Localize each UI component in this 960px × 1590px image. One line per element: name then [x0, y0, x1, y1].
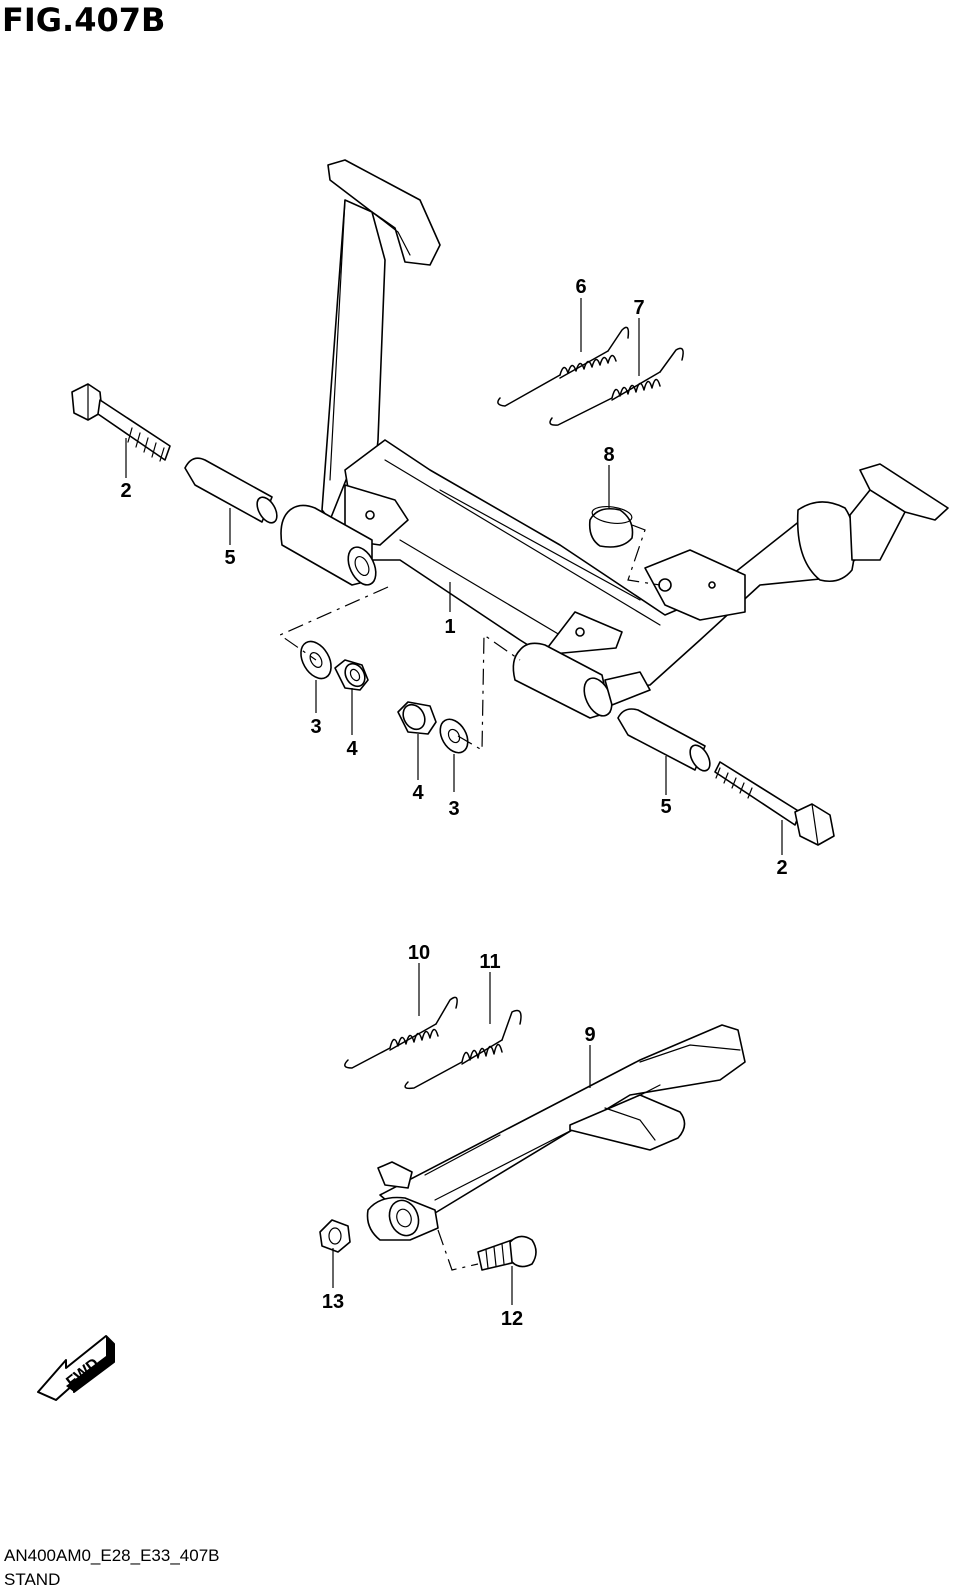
callout-9: 9 [584, 1024, 595, 1046]
callout-6: 6 [575, 276, 586, 298]
nut-13 [319, 1219, 351, 1253]
callout-11: 11 [479, 951, 500, 973]
pivot-bolt-right [714, 761, 835, 846]
assembly-line-bolt-12 [437, 1229, 479, 1271]
callout-5-right: 5 [660, 796, 671, 818]
assembly-line-left [278, 586, 389, 661]
figure-title: FIG.407B [2, 1, 166, 39]
drawing-code: AN400AM0_E28_E33_407B [4, 1546, 220, 1565]
callout-2-left: 2 [120, 480, 131, 502]
spacer-left [184, 457, 278, 524]
stopper-8 [588, 506, 634, 548]
callout-1: 1 [444, 616, 455, 638]
nut-left [334, 659, 369, 691]
figure-name: STAND [4, 1570, 61, 1589]
center-stand [280, 159, 949, 719]
pivot-bolt-left [71, 383, 171, 462]
spring-10 [344, 996, 458, 1069]
callout-5-left: 5 [224, 547, 235, 569]
assembly-line-right [457, 633, 521, 752]
nut-right [397, 701, 437, 735]
callout-3-right: 3 [448, 798, 459, 820]
spring-11 [404, 1009, 522, 1090]
callout-10: 10 [408, 942, 430, 964]
callout-8: 8 [603, 444, 614, 466]
callout-13: 13 [322, 1291, 344, 1313]
callout-7: 7 [633, 297, 644, 319]
washer-right [439, 718, 469, 754]
spring-6 [497, 326, 630, 407]
side-stand [366, 1024, 746, 1241]
callout-3-left: 3 [310, 716, 321, 738]
callout-2-right: 2 [776, 857, 787, 879]
callout-4-left: 4 [346, 738, 358, 760]
bolt-12 [477, 1235, 537, 1271]
callout-4-right: 4 [412, 782, 424, 804]
spring-7 [549, 347, 684, 426]
fwd-arrow-icon: FWD [37, 1335, 115, 1401]
spacer-right [617, 708, 711, 772]
assembly-line-stopper [627, 524, 661, 586]
leader-lines [125, 298, 783, 1305]
callout-12: 12 [501, 1308, 523, 1330]
